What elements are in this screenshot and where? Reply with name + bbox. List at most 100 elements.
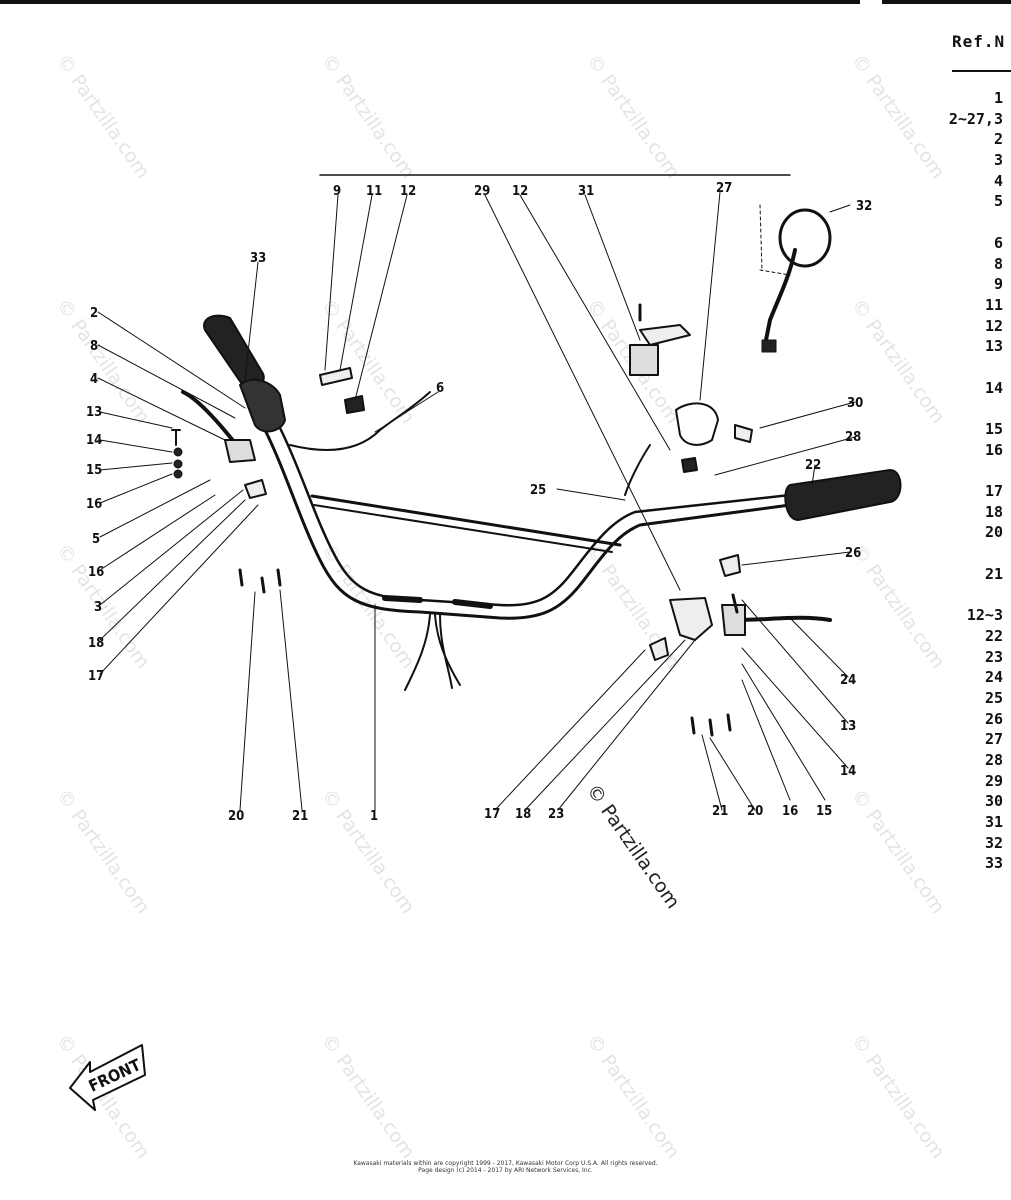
ref-number-item: 5 xyxy=(993,192,1003,211)
callout-28: 28 xyxy=(845,430,861,445)
callout-1: 1 xyxy=(370,809,378,824)
copyright-line-1: Kawasaki materials within are copyright … xyxy=(353,1160,658,1167)
mirror-stem xyxy=(763,248,797,347)
brake-lever-holder xyxy=(669,597,713,641)
ref-number-item: 14 xyxy=(984,378,1003,397)
top-border-left xyxy=(0,0,860,4)
callout-18: 18 xyxy=(88,636,104,651)
right-grip xyxy=(784,469,902,521)
ref-number-item: 13 xyxy=(984,337,1003,356)
callout-13: 13 xyxy=(86,405,102,420)
callout-15: 15 xyxy=(86,463,102,478)
callout-13: 13 xyxy=(840,719,856,734)
choke-lever xyxy=(639,324,691,346)
callout-18: 18 xyxy=(515,807,531,822)
ref-number-item: 11 xyxy=(984,295,1003,314)
front-arrow xyxy=(69,1044,146,1111)
callout-16: 16 xyxy=(782,804,798,819)
ref-number-item: 24 xyxy=(984,668,1003,687)
callout-21: 21 xyxy=(292,809,308,824)
callout-22: 22 xyxy=(805,458,821,473)
ref-number-item: 28 xyxy=(984,751,1003,769)
ref-number-item: 9 xyxy=(993,275,1003,294)
callout-17: 17 xyxy=(88,669,104,684)
ref-number-item: 27 xyxy=(984,730,1003,749)
callout-6: 6 xyxy=(436,381,444,396)
cable-25 xyxy=(624,444,651,496)
ref-number-item: 1 xyxy=(993,89,1003,107)
ref-number-item: 6 xyxy=(993,233,1003,252)
ref-number-item: 22 xyxy=(984,626,1003,645)
callout-16: 16 xyxy=(86,497,102,512)
callout-25: 25 xyxy=(530,483,546,498)
crossbar-brace-inner xyxy=(313,504,613,553)
callout-30: 30 xyxy=(847,396,863,411)
ref-number-item: 3 xyxy=(993,151,1003,170)
callout-12: 12 xyxy=(512,184,528,199)
ref-number-item xyxy=(926,460,1011,481)
ref-number-item: 23 xyxy=(984,647,1003,666)
callout-20: 20 xyxy=(228,809,244,824)
callout-24: 24 xyxy=(840,673,856,688)
ref-number-item: 16 xyxy=(984,440,1003,459)
callout-21: 21 xyxy=(712,804,728,819)
switch-31 xyxy=(629,344,659,376)
callout-29: 29 xyxy=(474,184,490,199)
ref-number-item: 17 xyxy=(984,482,1003,501)
callout-9: 9 xyxy=(333,184,341,199)
callout-2: 2 xyxy=(90,306,98,321)
callout-27: 27 xyxy=(716,181,732,196)
ref-number-item: 29 xyxy=(984,771,1003,790)
callout-16: 16 xyxy=(88,565,104,580)
ref-number-item xyxy=(926,585,1011,606)
ref-number-item: 31 xyxy=(984,813,1003,832)
callout-23: 23 xyxy=(548,807,564,822)
brake-lever xyxy=(733,615,832,622)
ref-number-item xyxy=(926,398,1011,419)
ref-number-item: 32 xyxy=(984,833,1003,852)
callout-11: 11 xyxy=(366,184,382,199)
ref-number-item: 4 xyxy=(993,171,1003,190)
mirror xyxy=(778,208,832,268)
ref-number-item: 15 xyxy=(984,420,1003,438)
crossbar-brace xyxy=(310,494,622,547)
callout-14: 14 xyxy=(840,764,856,779)
handlebar-tube xyxy=(263,428,792,620)
ref-number-item: 21 xyxy=(984,564,1003,583)
callout-12: 12 xyxy=(400,184,416,199)
callout-5: 5 xyxy=(92,532,100,547)
ref-number-item: 25 xyxy=(984,688,1003,707)
throttle-housing xyxy=(675,402,719,446)
ref-number-item: 12~3 xyxy=(966,606,1003,625)
left-switch-housing xyxy=(239,378,286,433)
callout-15: 15 xyxy=(816,804,832,819)
callout-26: 26 xyxy=(845,546,861,561)
ref-number-item: 18 xyxy=(984,502,1003,521)
ref-column-header: Ref.N xyxy=(952,32,1006,51)
wiring-harness xyxy=(404,614,461,691)
ref-header-rule xyxy=(952,70,1011,72)
ref-number-item: 2~27,3 xyxy=(948,109,1003,128)
callout-3: 3 xyxy=(94,600,102,615)
clamp-left xyxy=(244,479,267,499)
switch-cable xyxy=(289,391,431,451)
ref-number-item: 30 xyxy=(984,792,1003,811)
callout-32: 32 xyxy=(856,199,872,214)
callout-17: 17 xyxy=(484,807,500,822)
ref-number-item: 8 xyxy=(993,254,1003,273)
callout-8: 8 xyxy=(90,339,98,354)
ref-number-item xyxy=(926,543,1011,564)
ref-number-item: 20 xyxy=(984,523,1003,542)
callout-20: 20 xyxy=(747,804,763,819)
callout-14: 14 xyxy=(86,433,102,448)
ref-number-item xyxy=(926,212,1011,233)
ref-number-item: 12 xyxy=(984,316,1003,335)
ref-number-item xyxy=(926,357,1011,378)
ref-number-item: 2 xyxy=(993,130,1003,149)
ref-number-item: 33 xyxy=(984,854,1003,873)
copyright-line-2: Page design (c) 2014 - 2017 by ARI Netwo… xyxy=(418,1167,593,1174)
callout-33: 33 xyxy=(250,251,266,266)
callout-31: 31 xyxy=(578,184,594,199)
